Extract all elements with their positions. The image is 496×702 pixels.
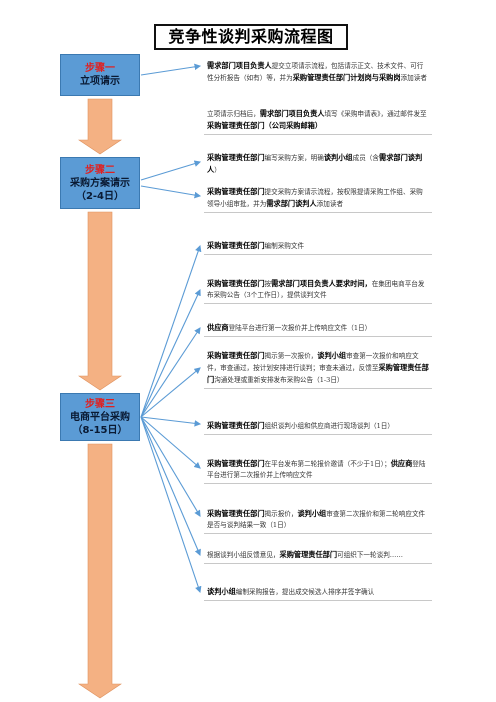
box-4-text-4: 添加读者 xyxy=(316,200,344,208)
box-1-text-3: 采购管理责任部门计划岗与采购岗 xyxy=(292,73,401,82)
box-2-text-1: 立项请示归档后， xyxy=(207,110,260,118)
step-1-name: 立项请示 xyxy=(80,76,120,87)
box-6-text-4: 在集团电商平台发布采购公告（3个工作日），提供谈判文件 xyxy=(207,280,425,299)
down-arrow-2 xyxy=(78,211,122,391)
box-3-text-1: 采购管理责任部门 xyxy=(207,153,265,162)
step-3-name: 电商平台采购 xyxy=(70,411,130,423)
box-7-text-1: 供应商 xyxy=(207,323,229,332)
step-3-label: 步骤三 xyxy=(85,398,115,410)
process-box-1: 需求部门项目负责人提交立项请示流程，包括请示正文、技术文件、可行性分析报告（如有… xyxy=(204,58,432,86)
box-3-text-2: 编写采购方案，明确 xyxy=(264,154,324,162)
process-box-5: 采购管理责任部门编制采购文件 xyxy=(204,238,432,255)
connector-step3-box10 xyxy=(140,416,201,469)
box-2-text-3: 填写《采购申请表》，通过邮件发至 xyxy=(324,110,427,118)
process-box-11: 采购管理责任部门揭示报价，谈判小组审查第二次报价和第二轮响应文件是否与谈判结果一… xyxy=(204,506,432,534)
box-1-text-1: 需求部门项目负责人 xyxy=(207,61,272,70)
process-box-12: 根据谈判小组反馈意见，采购管理责任部门可组织下一轮谈判…… xyxy=(204,547,432,564)
box-2-text-2: 需求部门项目负责人 xyxy=(259,109,325,118)
box-6-text-1: 采购管理责任部门 xyxy=(207,279,265,288)
box-13-text-2: 编制采购报告，提出成交候选人排序并签字确认 xyxy=(235,588,375,596)
box-11-text-3: 谈判小组 xyxy=(297,509,327,518)
connector-step2-box3 xyxy=(140,160,202,181)
connector-step2-box4 xyxy=(140,185,202,199)
box-5-text-2: 编制采购文件 xyxy=(264,242,305,250)
connector-step3-box8 xyxy=(140,367,201,418)
box-6-text-2: 按 xyxy=(264,280,272,288)
box-1-text-2: 提交立项请示流程，包括请示正文、技术文件、可行性分析报告（如有）等，并为 xyxy=(207,62,424,82)
page-title: 竞争性谈判采购流程图 xyxy=(154,24,348,50)
process-box-2: 立项请示归档后，需求部门项目负责人填写《采购申请表》，通过邮件发至采购管理责任部… xyxy=(204,106,432,135)
step-2-name: 采购方案请示 xyxy=(70,177,130,189)
box-8-text-5: 采购管理责任部门 xyxy=(207,363,429,384)
box-12-text-1: 根据谈判小组反馈意见， xyxy=(207,551,280,559)
box-10-text-1: 采购管理责任部门 xyxy=(207,459,265,468)
box-2-text-4: 采购管理责任部门（公司采购邮箱） xyxy=(207,121,323,130)
box-8-text-6: 沟通处理或重新安排发布采购公告（1-3日） xyxy=(214,376,344,384)
box-8-text-1: 采购管理责任部门 xyxy=(207,351,265,360)
box-3-text-3: 谈判小组 xyxy=(323,153,353,162)
box-10-text-4: 登陆平台进行第二次报价并上传响应文件 xyxy=(207,460,426,479)
step-3-days: （8-15日） xyxy=(72,424,128,436)
box-11-text-1: 采购管理责任部门 xyxy=(207,509,265,518)
box-3-text-6: ） xyxy=(214,166,221,174)
step-3-box: 步骤三 电商平台采购 （8-15日） xyxy=(60,393,140,441)
box-7-text-2: 登陆平台进行第一次报价并上传响应文件（1日） xyxy=(228,324,372,332)
connector-step1-box1 xyxy=(140,63,202,76)
box-6-text-3: 需求部门项目负责人要求时间， xyxy=(271,279,372,288)
box-4-text-1: 采购管理责任部门 xyxy=(207,187,265,196)
box-3-text-5: 需求部门谈判人 xyxy=(207,153,423,174)
box-10-text-3: 供应商 xyxy=(390,459,413,468)
process-box-4: 采购管理责任部门提交采购方案请示流程，按权限提请采购工作组、采购领导小组审批，并… xyxy=(204,184,432,213)
step-2-days: （2-4日） xyxy=(75,190,125,202)
box-12-text-2: 采购管理责任部门 xyxy=(279,550,338,559)
box-8-text-2: 揭示第一次报价， xyxy=(264,352,318,360)
connector-step3-box6 xyxy=(140,289,201,418)
connector-step3-box13 xyxy=(140,416,202,594)
box-11-text-4: 审查第二次报价和第二轮响应文件是否与谈判结果一致（1日） xyxy=(207,510,426,529)
process-box-6: 采购管理责任部门按需求部门项目负责人要求时间，在集团电商平台发布采购公告（3个工… xyxy=(204,276,432,304)
process-box-3: 采购管理责任部门编写采购方案，明确谈判小组成员（含需求部门谈判人） xyxy=(204,150,432,178)
process-box-10: 采购管理责任部门在平台发布第二轮报价邀请（不少于1日）；供应商登陆平台进行第二次… xyxy=(204,456,432,484)
box-10-text-2: 在平台发布第二轮报价邀请（不少于1日）； xyxy=(264,460,391,468)
process-box-7: 供应商登陆平台进行第一次报价并上传响应文件（1日） xyxy=(204,320,432,337)
process-box-9: 采购管理责任部门组织谈判小组和供应商进行现场谈判（1日） xyxy=(204,418,432,435)
process-box-8: 采购管理责任部门揭示第一次报价，谈判小组审查第一次报价和响应文件，审查通过，按计… xyxy=(204,348,432,389)
box-8-text-4: 审查第一次报价和响应文件，审查通过，按计划安排进行谈判；审查未通过，反馈至 xyxy=(207,352,419,372)
box-8-text-3: 谈判小组 xyxy=(317,351,347,360)
box-13-text-1: 谈判小组 xyxy=(207,587,236,596)
box-4-text-3: 需求部门谈判人 xyxy=(266,199,317,208)
box-3-text-4: 成员（含 xyxy=(352,154,379,162)
box-9-text-1: 采购管理责任部门 xyxy=(207,421,265,430)
connector-step3-box11 xyxy=(140,416,201,517)
step-1-box: 步骤一 立项请示 xyxy=(60,54,140,96)
down-arrow-1 xyxy=(78,98,122,155)
box-5-text-1: 采购管理责任部门 xyxy=(207,241,265,250)
box-12-text-3: 可组织下一轮谈判…… xyxy=(337,551,403,559)
step-1-label: 步骤一 xyxy=(85,63,115,74)
step-2-box: 步骤二 采购方案请示 （2-4日） xyxy=(60,157,140,209)
down-arrow-3 xyxy=(78,443,122,699)
connector-step3-box12 xyxy=(140,416,201,557)
box-4-text-2: 提交采购方案请示流程，按权限提请采购工作组、采购领导小组审批，并为 xyxy=(207,188,423,208)
box-11-text-2: 揭示报价， xyxy=(264,510,298,518)
process-box-13: 谈判小组编制采购报告，提出成交候选人排序并签字确认 xyxy=(204,584,432,601)
box-1-text-4: 添加读者 xyxy=(400,74,427,82)
connector-step3-box9 xyxy=(140,416,202,427)
box-9-text-2: 组织谈判小组和供应商进行现场谈判（1日） xyxy=(264,422,394,430)
connector-step3-box7 xyxy=(140,327,201,418)
connector-step3-box5 xyxy=(140,244,202,418)
step-2-label: 步骤二 xyxy=(85,164,115,176)
